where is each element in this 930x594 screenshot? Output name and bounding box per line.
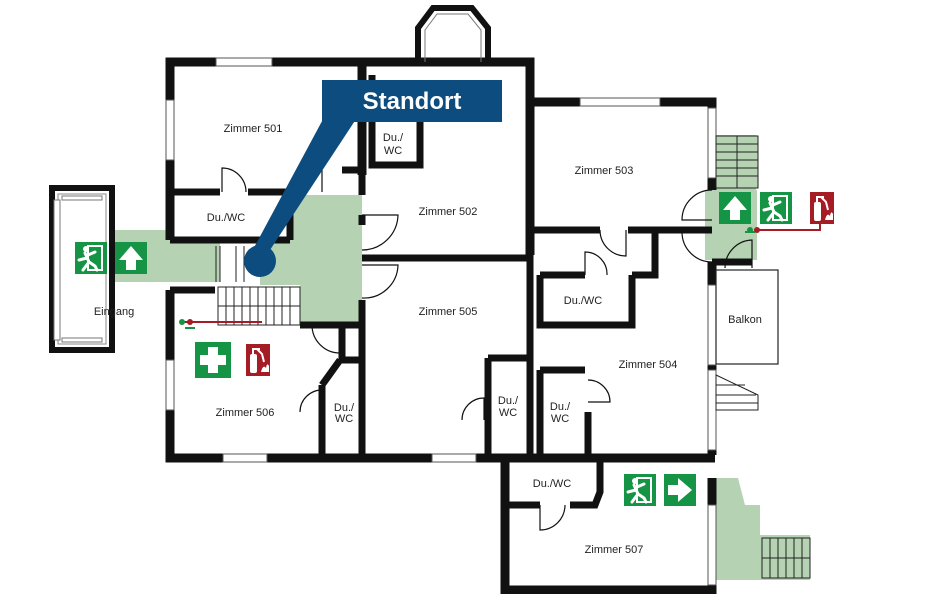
room-label-zimmer-502: Zimmer 502 xyxy=(419,206,478,218)
room-label-zimmer-503: Zimmer 503 xyxy=(575,165,634,177)
room-label-duwc-504-line2: WC xyxy=(551,413,569,425)
bay-window xyxy=(415,5,491,62)
room-label-duwc-507: Du./WC xyxy=(533,478,572,490)
emergency-exit-icon xyxy=(73,240,109,276)
room-label-duwc-503: Du./WC xyxy=(564,295,603,307)
fire-extinguisher-icon xyxy=(245,343,271,377)
arrow-up-icon xyxy=(115,242,147,274)
staircase-right-top xyxy=(715,135,759,189)
room-labels: Zimmer 501 Zimmer 502 Zimmer 503 Zimmer … xyxy=(94,123,762,556)
route-dot xyxy=(187,319,193,325)
fire-extinguisher-icon xyxy=(809,191,835,225)
standort-marker: Standort xyxy=(244,80,502,277)
route-dot xyxy=(754,227,760,233)
staircase-bottom xyxy=(761,537,811,579)
balkon-area xyxy=(715,269,779,365)
first-aid-icon xyxy=(195,342,231,378)
staircase-center xyxy=(217,286,301,326)
room-label-balkon: Balkon xyxy=(728,314,762,326)
route-dot xyxy=(747,227,753,233)
room-label-zimmer-501: Zimmer 501 xyxy=(224,123,283,135)
room-label-duwc-501: Du./WC xyxy=(207,212,246,224)
arrow-right-icon xyxy=(664,474,696,506)
emergency-exit-icon xyxy=(758,190,794,226)
room-label-duwc-502-line1: Du./ xyxy=(383,132,404,144)
interior-walls xyxy=(170,75,752,509)
staircase-right-mid xyxy=(715,374,759,411)
route-dot xyxy=(179,319,185,325)
door-swings xyxy=(221,167,753,531)
room-label-duwc-506-line1: Du./ xyxy=(334,402,355,414)
arrow-up-icon xyxy=(719,192,751,224)
room-label-zimmer-507: Zimmer 507 xyxy=(585,544,644,556)
room-label-eingang: Eingang xyxy=(94,306,134,318)
room-label-duwc-502-line2: WC xyxy=(384,145,402,157)
room-label-zimmer-506: Zimmer 506 xyxy=(216,407,275,419)
room-label-duwc-504-line1: Du./ xyxy=(550,401,571,413)
room-label-zimmer-504: Zimmer 504 xyxy=(619,359,678,371)
room-label-duwc-506-line2: WC xyxy=(335,413,353,425)
room-label-duwc-505-line1: Du./ xyxy=(498,395,519,407)
emergency-exit-icon xyxy=(622,472,658,508)
staircase-upper xyxy=(215,246,245,282)
room-label-duwc-505-line2: WC xyxy=(499,407,517,419)
room-label-zimmer-505: Zimmer 505 xyxy=(419,306,478,318)
standort-label: Standort xyxy=(363,88,462,115)
